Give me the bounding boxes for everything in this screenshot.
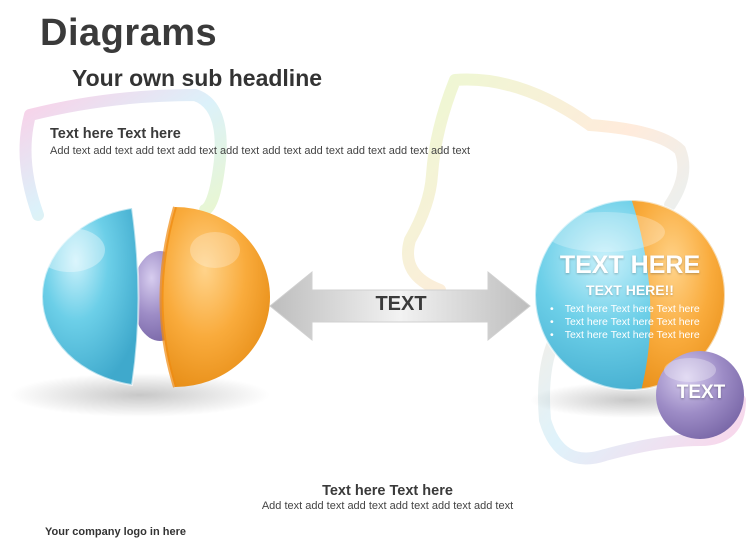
sub-headline: Your own sub headline: [72, 65, 323, 91]
text-block-1-heading: Text here Text here: [50, 126, 181, 142]
bullet-item: Text here Text here Text here: [550, 329, 700, 342]
bullet-item: Text here Text here Text here: [550, 303, 700, 316]
big-sphere-title: TEXT HERE: [559, 251, 701, 279]
company-logo-placeholder: Your company logo in here: [45, 526, 186, 538]
big-sphere-subtitle: TEXT HERE!!: [586, 282, 674, 298]
arrow-label: TEXT: [375, 293, 427, 315]
ribbon-right: [402, 73, 746, 465]
blue-hemisphere: [41, 208, 139, 385]
shadow-left: [10, 373, 270, 417]
big-sphere-bullets: Text here Text here Text here Text here …: [550, 303, 700, 342]
ribbon-left: [19, 88, 227, 221]
text-block-2-body: Add text add text add text add text add …: [261, 500, 514, 512]
small-purple-sphere: [656, 351, 744, 439]
double-arrow: [269, 270, 531, 342]
page-title: Diagrams: [40, 12, 218, 54]
text-block-2-heading: Text here Text here: [322, 483, 453, 499]
orange-hemisphere: [161, 207, 270, 387]
text-block-1-body: Add text add text add text add text add …: [50, 145, 471, 157]
small-sphere-label: TEXT: [676, 382, 726, 403]
bullet-item: Text here Text here Text here: [550, 316, 700, 329]
